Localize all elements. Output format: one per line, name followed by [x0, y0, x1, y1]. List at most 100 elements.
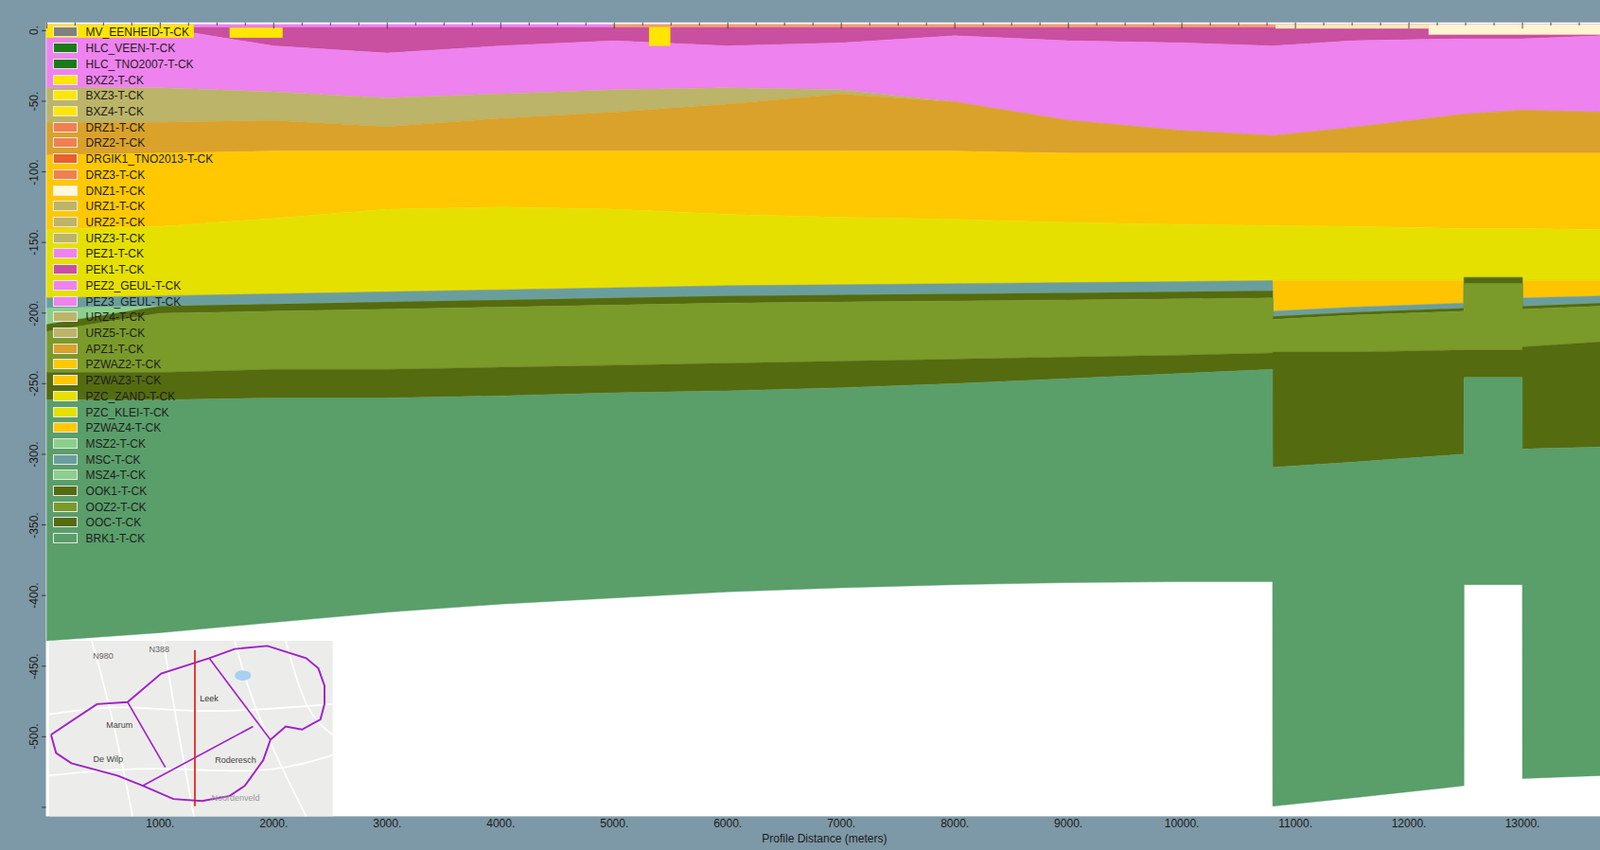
axis-tick	[1352, 22, 1354, 26]
axis-tick-label: 5000.	[599, 817, 629, 829]
axis-tick	[642, 22, 644, 26]
axis-tick	[301, 22, 303, 26]
axis-tick-label: 11000.	[1278, 817, 1313, 829]
axis-tick-label: -150.	[28, 228, 40, 255]
map-place-label: Roderesch	[214, 756, 257, 765]
axis-tick	[1181, 22, 1183, 29]
axis-tick	[1238, 22, 1240, 26]
axis-tick-label: -450.	[28, 652, 40, 679]
legend-label: URZ3-T-CK	[86, 232, 146, 245]
map-place-label: N388	[148, 644, 170, 653]
legend-label: BXZ2-T-CK	[86, 74, 144, 87]
legend-label: PEZ3_GEUL-T-CK	[86, 296, 182, 308]
legend-swatch	[52, 137, 78, 148]
legend-label: PEK1-T-CK	[86, 263, 145, 276]
legend-swatch	[52, 105, 78, 117]
legend-swatch	[52, 438, 78, 449]
legend-swatch	[52, 280, 78, 291]
plot-group	[41, 22, 1600, 817]
axis-tick	[103, 22, 105, 26]
axis-tick	[41, 171, 46, 173]
district-border	[127, 702, 166, 768]
legend-swatch	[52, 169, 78, 180]
legend-label: OOZ2-T-CK	[86, 501, 147, 513]
axis-tick-label: -350.	[28, 511, 40, 538]
axis-tick	[1266, 22, 1268, 26]
axis-tick	[41, 312, 46, 314]
axis-tick	[670, 22, 672, 26]
axis-tick	[245, 22, 247, 26]
axis-tick-label: 4000.	[486, 817, 515, 829]
legend-swatch	[52, 185, 78, 196]
axis-tick-label: 2000.	[259, 817, 288, 829]
legend-label: DRZ1-T-CK	[86, 122, 146, 134]
legend-swatch	[52, 26, 78, 37]
axis-tick	[216, 22, 218, 26]
axis-tick	[46, 22, 48, 29]
map-place-label: Noordenveld	[211, 793, 261, 803]
legend-swatch	[52, 247, 78, 259]
axis-tick	[699, 22, 701, 26]
axis-tick-label: 7000.	[826, 817, 856, 829]
axis-tick-label: -500.	[28, 723, 40, 750]
axis-tick	[41, 806, 46, 808]
map-place-label: N980	[92, 651, 114, 661]
legend-label: BRK1-T-CK	[86, 532, 146, 545]
map-lake	[234, 669, 251, 681]
axis-tick	[614, 22, 616, 29]
axis-tick	[585, 22, 587, 26]
axis-tick	[1153, 22, 1155, 26]
axis-tick	[784, 22, 786, 26]
legend-swatch	[52, 454, 78, 465]
soil-layer	[46, 93, 1600, 156]
axis-tick	[869, 22, 871, 26]
axis-tick-label: 0.	[28, 25, 40, 36]
legend-swatch	[52, 469, 78, 480]
axis-tick-label: 1000.	[145, 817, 175, 829]
axis-tick	[897, 22, 899, 26]
legend-label: PZWAZ4-T-CK	[86, 421, 162, 434]
legend-swatch	[52, 311, 78, 322]
axis-tick	[1465, 22, 1467, 26]
axis-tick	[1522, 22, 1524, 29]
axis-tick	[1039, 22, 1041, 26]
axis-tick-label: 9000.	[1054, 817, 1083, 829]
axis-tick-label: 10000.	[1164, 817, 1200, 829]
legend-swatch	[52, 390, 78, 402]
axis-tick-label: -400.	[28, 581, 40, 608]
axis-tick	[1096, 22, 1098, 26]
legend-swatch	[52, 406, 78, 418]
axis-tick-label: -100.	[28, 158, 40, 185]
surface-patch	[46, 24, 194, 38]
axis-tick	[41, 100, 46, 102]
axis-tick-label: 12000.	[1391, 817, 1427, 829]
axis-tick	[812, 22, 814, 26]
legend-swatch	[52, 532, 78, 544]
axis-tick	[41, 524, 46, 526]
legend-label: MV_EENHEID-T-CK	[86, 26, 190, 38]
axis-tick	[74, 22, 76, 26]
legend-label: PEZ2_GEUL-T-CK	[86, 280, 182, 292]
axis-tick	[41, 736, 46, 738]
axis-tick	[1068, 22, 1070, 29]
profile-line	[193, 650, 196, 807]
legend-label: URZ2-T-CK	[86, 216, 146, 229]
axis-tick	[188, 22, 190, 26]
legend-label: BXZ3-T-CK	[86, 89, 144, 102]
legend-label: DRGIK1_TNO2013-T-CK	[86, 153, 214, 165]
legend-label: DRZ3-T-CK	[86, 169, 146, 181]
legend-swatch	[52, 296, 78, 307]
axis-tick	[500, 22, 502, 29]
axis-tick	[1323, 22, 1325, 26]
axis-tick-label: 3000.	[372, 817, 402, 829]
axis-tick	[1494, 22, 1495, 26]
legend-swatch	[52, 421, 78, 433]
axis-tick	[41, 453, 46, 455]
axis-tick	[1550, 22, 1552, 26]
legend-label: PZWAZ2-T-CK	[86, 358, 162, 370]
legend-label: BXZ4-T-CK	[86, 105, 144, 118]
axis-tick	[330, 22, 332, 26]
axis-tick	[273, 22, 275, 29]
axis-tick	[557, 22, 559, 26]
